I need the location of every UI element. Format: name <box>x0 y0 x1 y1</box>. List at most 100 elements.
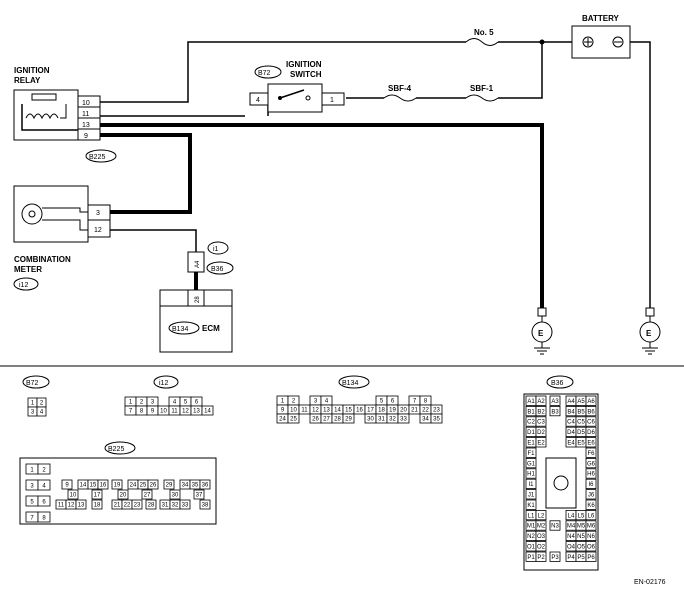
pin-cell <box>37 463 51 475</box>
pin-cell <box>525 489 537 500</box>
pin-cell <box>585 405 597 417</box>
pin-cell <box>549 395 561 406</box>
relay-body <box>13 89 79 141</box>
pin-label: 22 <box>422 408 429 414</box>
pin-label: 21 <box>114 503 121 509</box>
pin-cell <box>535 437 547 448</box>
pin-label: 15 <box>90 483 97 489</box>
pin-cell <box>525 457 537 469</box>
pin-label: C6 <box>587 420 595 426</box>
pin-label: 12 <box>68 503 75 509</box>
ground-left-label: E <box>538 329 544 338</box>
pin-label: 10 <box>290 408 297 414</box>
pin-label: 2 <box>140 400 144 406</box>
pin-cell <box>525 447 537 458</box>
pin-label: 19 <box>114 483 121 489</box>
pin-label: 1 <box>30 468 34 474</box>
pin-label: B4 <box>567 409 575 415</box>
pin-label: 9 <box>151 409 155 415</box>
pin-cell <box>549 551 561 562</box>
pin-cell <box>549 520 561 531</box>
pin-label: 2 <box>40 401 44 407</box>
pin-cell <box>585 499 597 510</box>
pin-label: C4 <box>567 420 575 426</box>
ignition-switch-label-1: IGNITION <box>286 60 322 69</box>
pin-label: 1 <box>129 400 133 406</box>
pin-label: N2 <box>527 534 535 540</box>
pin-cell <box>535 509 547 521</box>
pin-label: A2 <box>537 399 545 405</box>
switch-pin-4: 4 <box>256 97 260 104</box>
pin-label: M6 <box>587 524 596 530</box>
pin-label: 21 <box>411 408 418 414</box>
wires <box>100 39 651 308</box>
pin-label: 18 <box>378 408 385 414</box>
pin-label: 30 <box>172 493 179 499</box>
pin-label: 18 <box>94 503 101 509</box>
pin-label: 38 <box>202 503 209 509</box>
pin-cell <box>199 499 211 510</box>
pin-label: 5 <box>380 399 384 405</box>
pin-label: F6 <box>587 451 595 457</box>
pin-label: 8 <box>140 409 144 415</box>
pin-label: 7 <box>30 516 34 522</box>
pin-label: F1 <box>527 451 535 457</box>
pin-label: 34 <box>422 417 429 423</box>
pin-cell <box>145 499 157 510</box>
junction-dot <box>539 39 545 45</box>
pin-label: 28 <box>334 417 341 423</box>
pin-label: B6 <box>587 409 595 415</box>
pin-label: 6 <box>195 400 199 406</box>
pin-cell <box>201 405 214 416</box>
pin-cell <box>117 489 129 500</box>
pin-cell <box>585 489 597 500</box>
b134-ref: B134 <box>172 326 188 333</box>
pin-label: P5 <box>577 555 585 561</box>
meter-pin-12: 12 <box>94 227 102 234</box>
pin-label: 29 <box>345 417 352 423</box>
pin-label: 4 <box>40 410 44 416</box>
pin-label: 2 <box>292 399 296 405</box>
pin-label: 6 <box>391 399 395 405</box>
pin-cell <box>179 499 191 510</box>
pin-cell <box>342 413 355 424</box>
pin-cell <box>535 530 547 542</box>
pin-cell <box>585 468 597 479</box>
pin-label: O3 <box>537 534 546 540</box>
pin-cell <box>91 489 103 500</box>
ecm-pin-28: 28 <box>195 296 201 303</box>
pin-cell <box>37 511 51 523</box>
pin-label: L5 <box>578 513 585 519</box>
pin-label: 37 <box>196 493 203 499</box>
pin-cell <box>91 499 103 510</box>
pin-label: I1 <box>528 482 534 488</box>
pin-label: 20 <box>120 493 127 499</box>
pin-cell <box>585 447 597 458</box>
pin-label: 22 <box>124 503 131 509</box>
pin-label: 19 <box>389 408 396 414</box>
pin-label: H6 <box>587 472 595 478</box>
pin-label: 5 <box>184 400 188 406</box>
pin-cell <box>36 406 47 417</box>
pin-label: O1 <box>527 545 536 551</box>
pin-label: J6 <box>588 493 595 499</box>
a4-pin-box <box>187 251 205 273</box>
pin-cell <box>430 413 443 424</box>
pin-label: 24 <box>130 483 137 489</box>
pin-label: N6 <box>587 534 595 540</box>
pin-cell <box>585 551 597 562</box>
pin-label: 14 <box>334 408 341 414</box>
pin-label: 33 <box>182 503 189 509</box>
pin-label: I6 <box>588 482 594 488</box>
switch-pin-4-box <box>249 92 269 106</box>
pin-label: 8 <box>424 399 428 405</box>
pin-label: O2 <box>537 545 546 551</box>
b72-ref-oval <box>254 65 282 79</box>
pin-cell <box>75 499 87 510</box>
pin-cell <box>67 489 79 500</box>
ground-right-label: E <box>646 329 652 338</box>
